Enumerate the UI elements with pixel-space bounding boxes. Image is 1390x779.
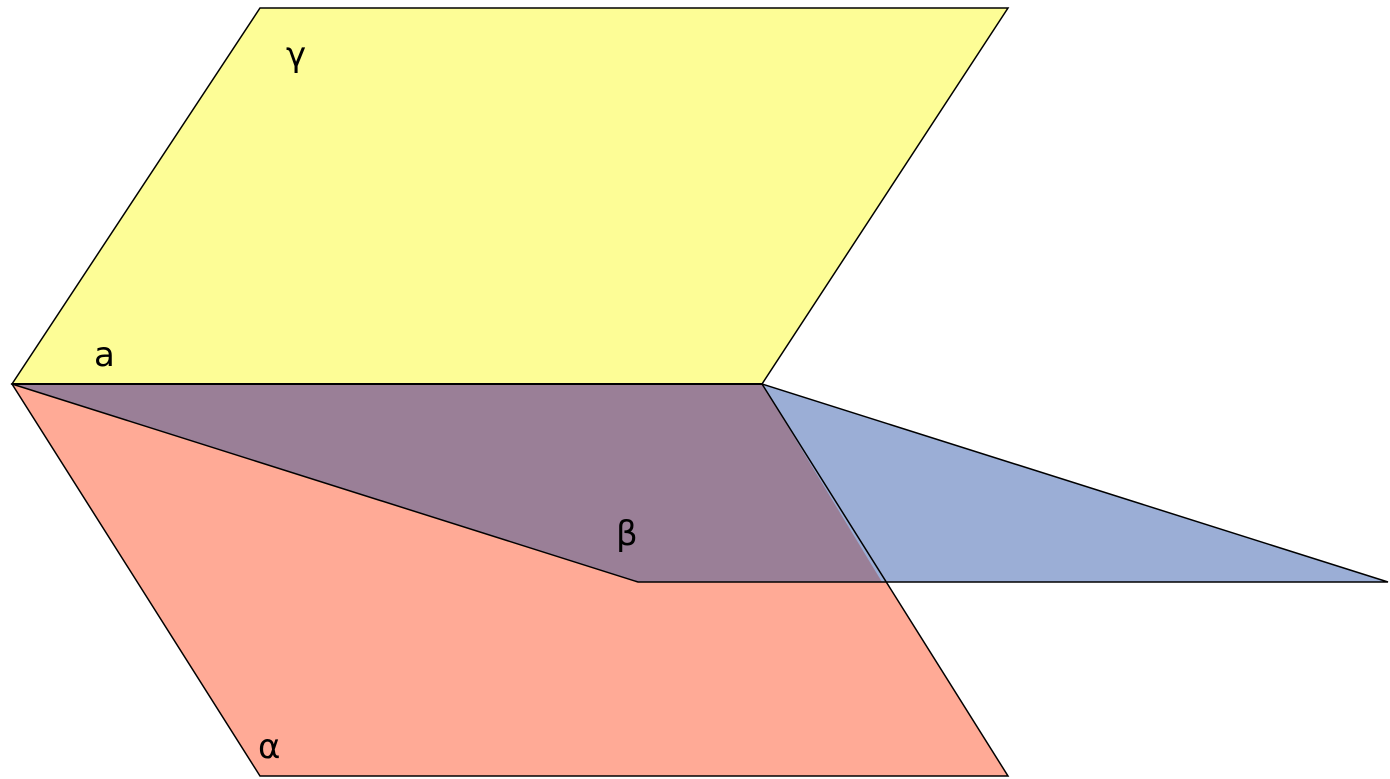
plane-overlap-alpha-beta: [12, 384, 882, 582]
label-beta: β: [616, 514, 638, 554]
label-line-a: a: [94, 335, 115, 375]
plane-gamma: [12, 8, 1008, 384]
label-gamma: γ: [286, 35, 306, 75]
label-alpha: α: [258, 727, 280, 767]
